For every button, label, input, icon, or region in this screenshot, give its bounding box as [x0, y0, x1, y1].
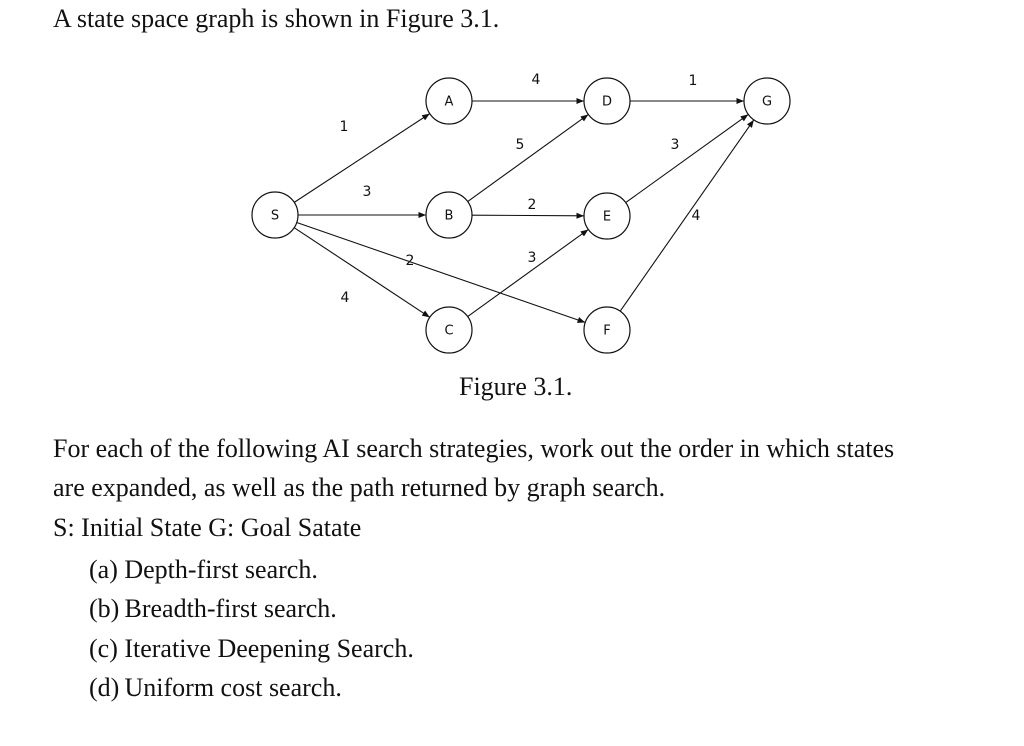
node-s: S — [251, 191, 299, 239]
edge-weight-f-g: 4 — [692, 208, 701, 224]
node-circle-g — [743, 77, 791, 125]
edge-s-a — [293, 113, 431, 203]
node-label-e: E — [603, 210, 611, 225]
node-g: G — [743, 77, 791, 125]
node-c: C — [425, 306, 473, 354]
edge-b-d — [467, 114, 589, 202]
node-label-d: D — [602, 95, 612, 110]
edge-weight-s-b: 3 — [363, 184, 372, 200]
node-circle-s — [251, 191, 299, 239]
node-circle-e — [583, 192, 631, 240]
edge-c-e — [467, 229, 589, 317]
strategy-item-a: (a) Depth-first search. — [89, 555, 318, 584]
strategy-item-c: (c) Iterative Deepening Search. — [89, 634, 414, 663]
states-definition: S: Initial State G: Goal Satate — [53, 513, 362, 542]
edge-weight-s-a: 1 — [340, 119, 349, 135]
node-circle-b — [425, 191, 473, 239]
question-line-1: For each of the following AI search stra… — [53, 434, 895, 463]
edge-weight-a-d: 4 — [532, 72, 541, 88]
edge-weight-s-c: 4 — [341, 290, 350, 306]
strategy-item-d: (d) Uniform cost search. — [89, 673, 342, 702]
node-e: E — [583, 192, 631, 240]
node-d: D — [583, 77, 631, 125]
edge-weight-s-f: 2 — [406, 253, 415, 269]
strategy-item-b: (b) Breadth-first search. — [89, 594, 337, 623]
node-label-s: S — [271, 209, 279, 224]
node-f: F — [583, 306, 631, 354]
node-label-g: G — [762, 95, 772, 110]
edge-s-c — [293, 227, 431, 318]
edge-f-g — [619, 119, 755, 312]
node-a: A — [425, 77, 473, 125]
edge-e-g — [625, 113, 749, 204]
node-label-a: A — [445, 95, 454, 110]
node-circle-c — [425, 306, 473, 354]
node-circle-a — [425, 77, 473, 125]
intro-text: A state space graph is shown in Figure 3… — [53, 4, 500, 33]
edge-b-e — [471, 212, 585, 219]
figure-caption: Figure 3.1. — [459, 372, 573, 401]
edge-weight-b-e: 2 — [528, 197, 537, 213]
edge-weight-e-g: 3 — [671, 137, 680, 153]
node-b: B — [425, 191, 473, 239]
node-circle-d — [583, 77, 631, 125]
question-line-2: are expanded, as well as the path return… — [53, 473, 666, 502]
edge-weight-c-e: 3 — [528, 250, 537, 266]
node-label-c: C — [444, 324, 453, 339]
edge-weight-d-g: 1 — [689, 73, 698, 89]
node-label-f: F — [603, 324, 610, 339]
node-circle-f — [583, 306, 631, 354]
edge-weight-b-d: 5 — [516, 137, 525, 153]
node-label-b: B — [445, 209, 454, 224]
edge-s-f — [296, 222, 586, 323]
